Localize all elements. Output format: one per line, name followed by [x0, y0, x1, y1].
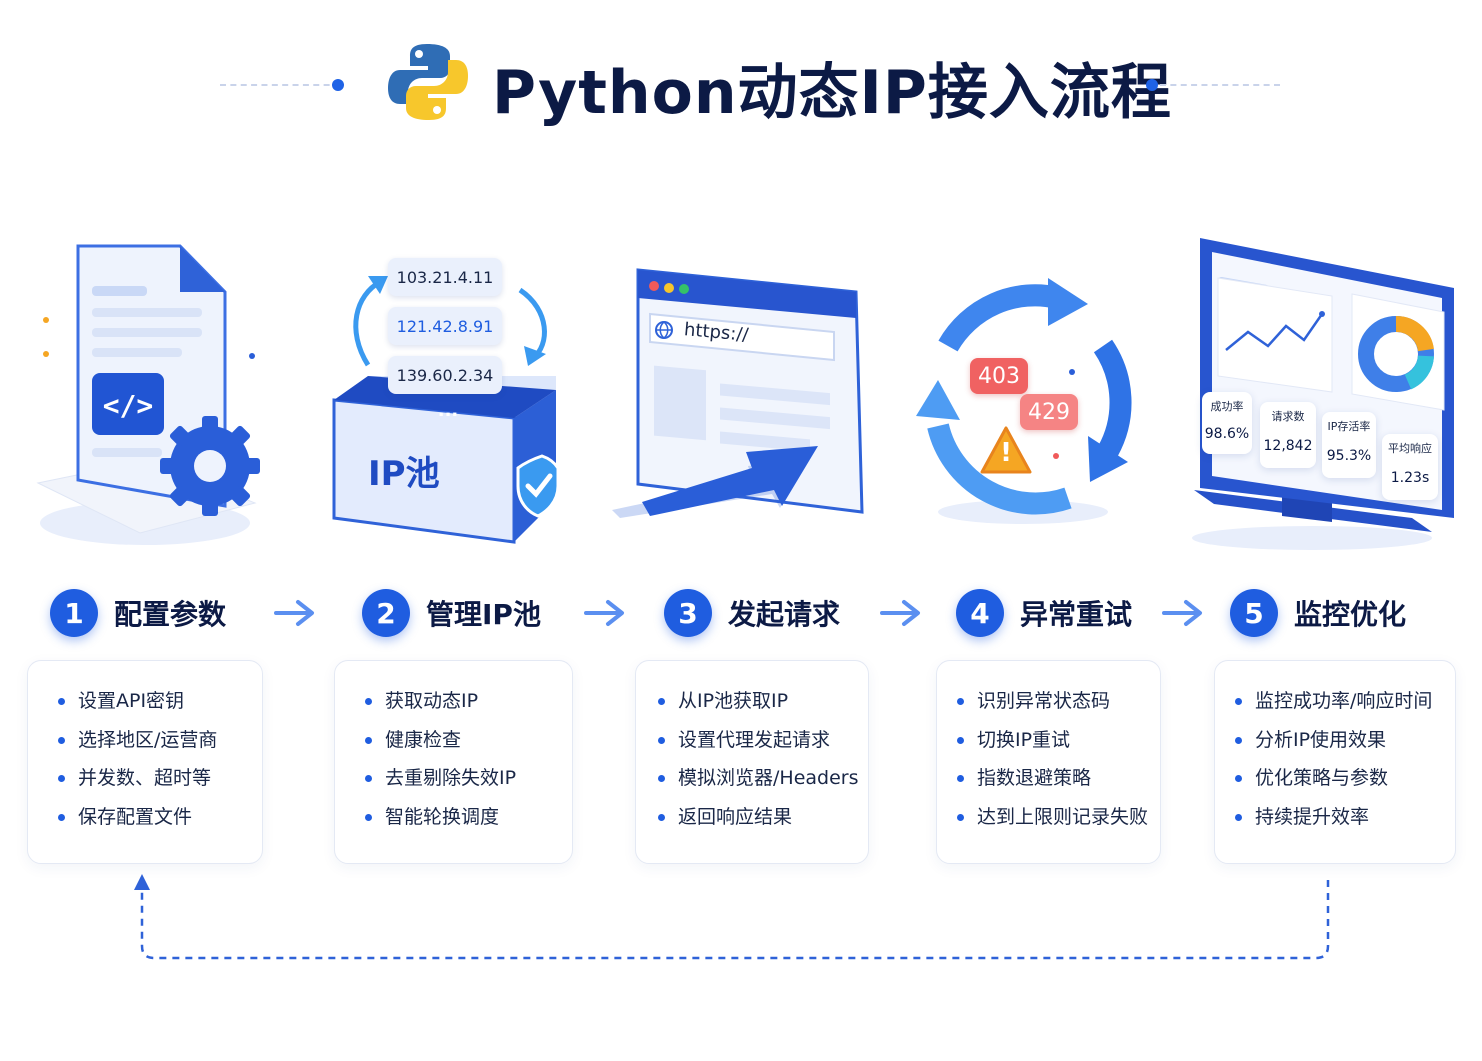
metric-card-requests: 请求数 12,842 [1260, 402, 1316, 468]
gear-icon [160, 416, 260, 516]
metric-label: 平均响应 [1388, 442, 1432, 455]
step-4-list: 识别异常状态码 切换IP重试 指数退避策略 达到上限则记录失败 [937, 661, 1160, 841]
metric-card-success: 成功率 98.6% [1202, 392, 1252, 454]
list-item: 持续提升效率 [1233, 803, 1455, 842]
step-4-title: 4 异常重试 [956, 588, 1132, 638]
arrow-right-icon [880, 600, 920, 626]
list-item: 健康检查 [363, 726, 572, 765]
step-4-label: 异常重试 [1020, 598, 1133, 631]
step-4-number: 4 [956, 589, 1004, 637]
list-item: 优化策略与参数 [1233, 764, 1455, 803]
metric-value: 12,842 [1263, 438, 1313, 454]
list-item: 设置代理发起请求 [656, 726, 868, 765]
ip-chip-2: 121.42.8.91 [388, 307, 502, 345]
list-item: 保存配置文件 [56, 803, 262, 842]
ip-pool-label: IP池 [368, 454, 440, 494]
metric-value: 98.6% [1204, 426, 1250, 442]
list-item: 选择地区/运营商 [56, 726, 262, 765]
error-code-429: 429 [1020, 394, 1078, 430]
warning-icon: ! [1000, 438, 1012, 468]
list-item: 智能轮换调度 [363, 803, 572, 842]
list-item: 切换IP重试 [955, 726, 1160, 765]
list-item: 指数退避策略 [955, 764, 1160, 803]
metric-card-ip-alive: IP存活率 95.3% [1322, 412, 1376, 478]
metric-label: 请求数 [1271, 410, 1305, 423]
step-5-number: 5 [1230, 589, 1278, 637]
metric-label: 成功率 [1210, 400, 1244, 413]
step-1-number: 1 [50, 589, 98, 637]
ip-pool-illustration: 103.21.4.11 121.42.8.91 139.60.2.34 ... … [328, 250, 568, 550]
step-2-number: 2 [362, 589, 410, 637]
list-item: 设置API密钥 [56, 687, 262, 726]
step-1-label: 配置参数 [114, 598, 227, 631]
list-item: 达到上限则记录失败 [955, 803, 1160, 842]
step-4-card: 识别异常状态码 切换IP重试 指数退避策略 达到上限则记录失败 [936, 660, 1161, 864]
browser-illustration: https:// [612, 262, 872, 522]
arrow-right-icon [1162, 600, 1202, 626]
dashboard-illustration: 成功率 98.6% 请求数 12,842 IP存活率 95.3% 平均响应 1.… [1182, 232, 1462, 552]
metric-card-avg-response: 平均响应 1.23s [1382, 434, 1438, 500]
step-5-title: 5 监控优化 [1230, 588, 1406, 638]
step-2-card: 获取动态IP 健康检查 去重剔除失效IP 智能轮换调度 [334, 660, 573, 864]
list-item: 分析IP使用效果 [1233, 726, 1455, 765]
header-left-dashed-line [220, 84, 340, 86]
header-right-dot [1146, 79, 1158, 91]
list-item: 并发数、超时等 [56, 764, 262, 803]
ip-chip-1: 103.21.4.11 [388, 258, 502, 296]
page-title: Python动态IP接入流程 [492, 58, 1172, 128]
config-document-illustration: </> [36, 244, 260, 545]
step-3-number: 3 [664, 589, 712, 637]
ip-chip-3: 139.60.2.34 [388, 356, 502, 394]
list-item: 从IP池获取IP [656, 687, 868, 726]
metric-label: IP存活率 [1327, 420, 1371, 433]
step-1-card: 设置API密钥 选择地区/运营商 并发数、超时等 保存配置文件 [27, 660, 263, 864]
step-1-title: 1 配置参数 [50, 588, 226, 638]
step-2-label: 管理IP池 [426, 598, 541, 631]
header-left-dot [332, 79, 344, 91]
step-1-list: 设置API密钥 选择地区/运营商 并发数、超时等 保存配置文件 [28, 661, 262, 841]
list-item: 识别异常状态码 [955, 687, 1160, 726]
svg-text:</>: </> [103, 389, 154, 422]
step-5-label: 监控优化 [1294, 598, 1407, 631]
list-item: 监控成功率/响应时间 [1233, 687, 1455, 726]
ip-pool-dots: ... [437, 400, 459, 421]
list-item: 返回响应结果 [656, 803, 868, 842]
step-3-card: 从IP池获取IP 设置代理发起请求 模拟浏览器/Headers 返回响应结果 [635, 660, 869, 864]
list-item: 模拟浏览器/Headers [656, 764, 868, 803]
list-item: 去重剔除失效IP [363, 764, 572, 803]
step-2-list: 获取动态IP 健康检查 去重剔除失效IP 智能轮换调度 [335, 661, 572, 841]
step-3-label: 发起请求 [728, 598, 841, 631]
step-2-title: 2 管理IP池 [362, 588, 541, 638]
step-5-list: 监控成功率/响应时间 分析IP使用效果 优化策略与参数 持续提升效率 [1215, 661, 1455, 841]
metric-value: 95.3% [1326, 448, 1372, 464]
loop-back-arrow [134, 874, 1330, 960]
arrow-right-icon [584, 600, 624, 626]
retry-illustration: 403 429 ! [908, 276, 1138, 526]
arrow-right-icon [274, 600, 314, 626]
step-3-list: 从IP池获取IP 设置代理发起请求 模拟浏览器/Headers 返回响应结果 [636, 661, 868, 841]
metric-value: 1.23s [1390, 470, 1430, 486]
python-logo-icon [388, 44, 468, 120]
header: Python动态IP接入流程 [0, 30, 1482, 140]
step-5-card: 监控成功率/响应时间 分析IP使用效果 优化策略与参数 持续提升效率 [1214, 660, 1456, 864]
error-code-403: 403 [970, 358, 1028, 394]
list-item: 获取动态IP [363, 687, 572, 726]
header-right-dashed-line [1160, 84, 1280, 86]
step-3-title: 3 发起请求 [664, 588, 840, 638]
